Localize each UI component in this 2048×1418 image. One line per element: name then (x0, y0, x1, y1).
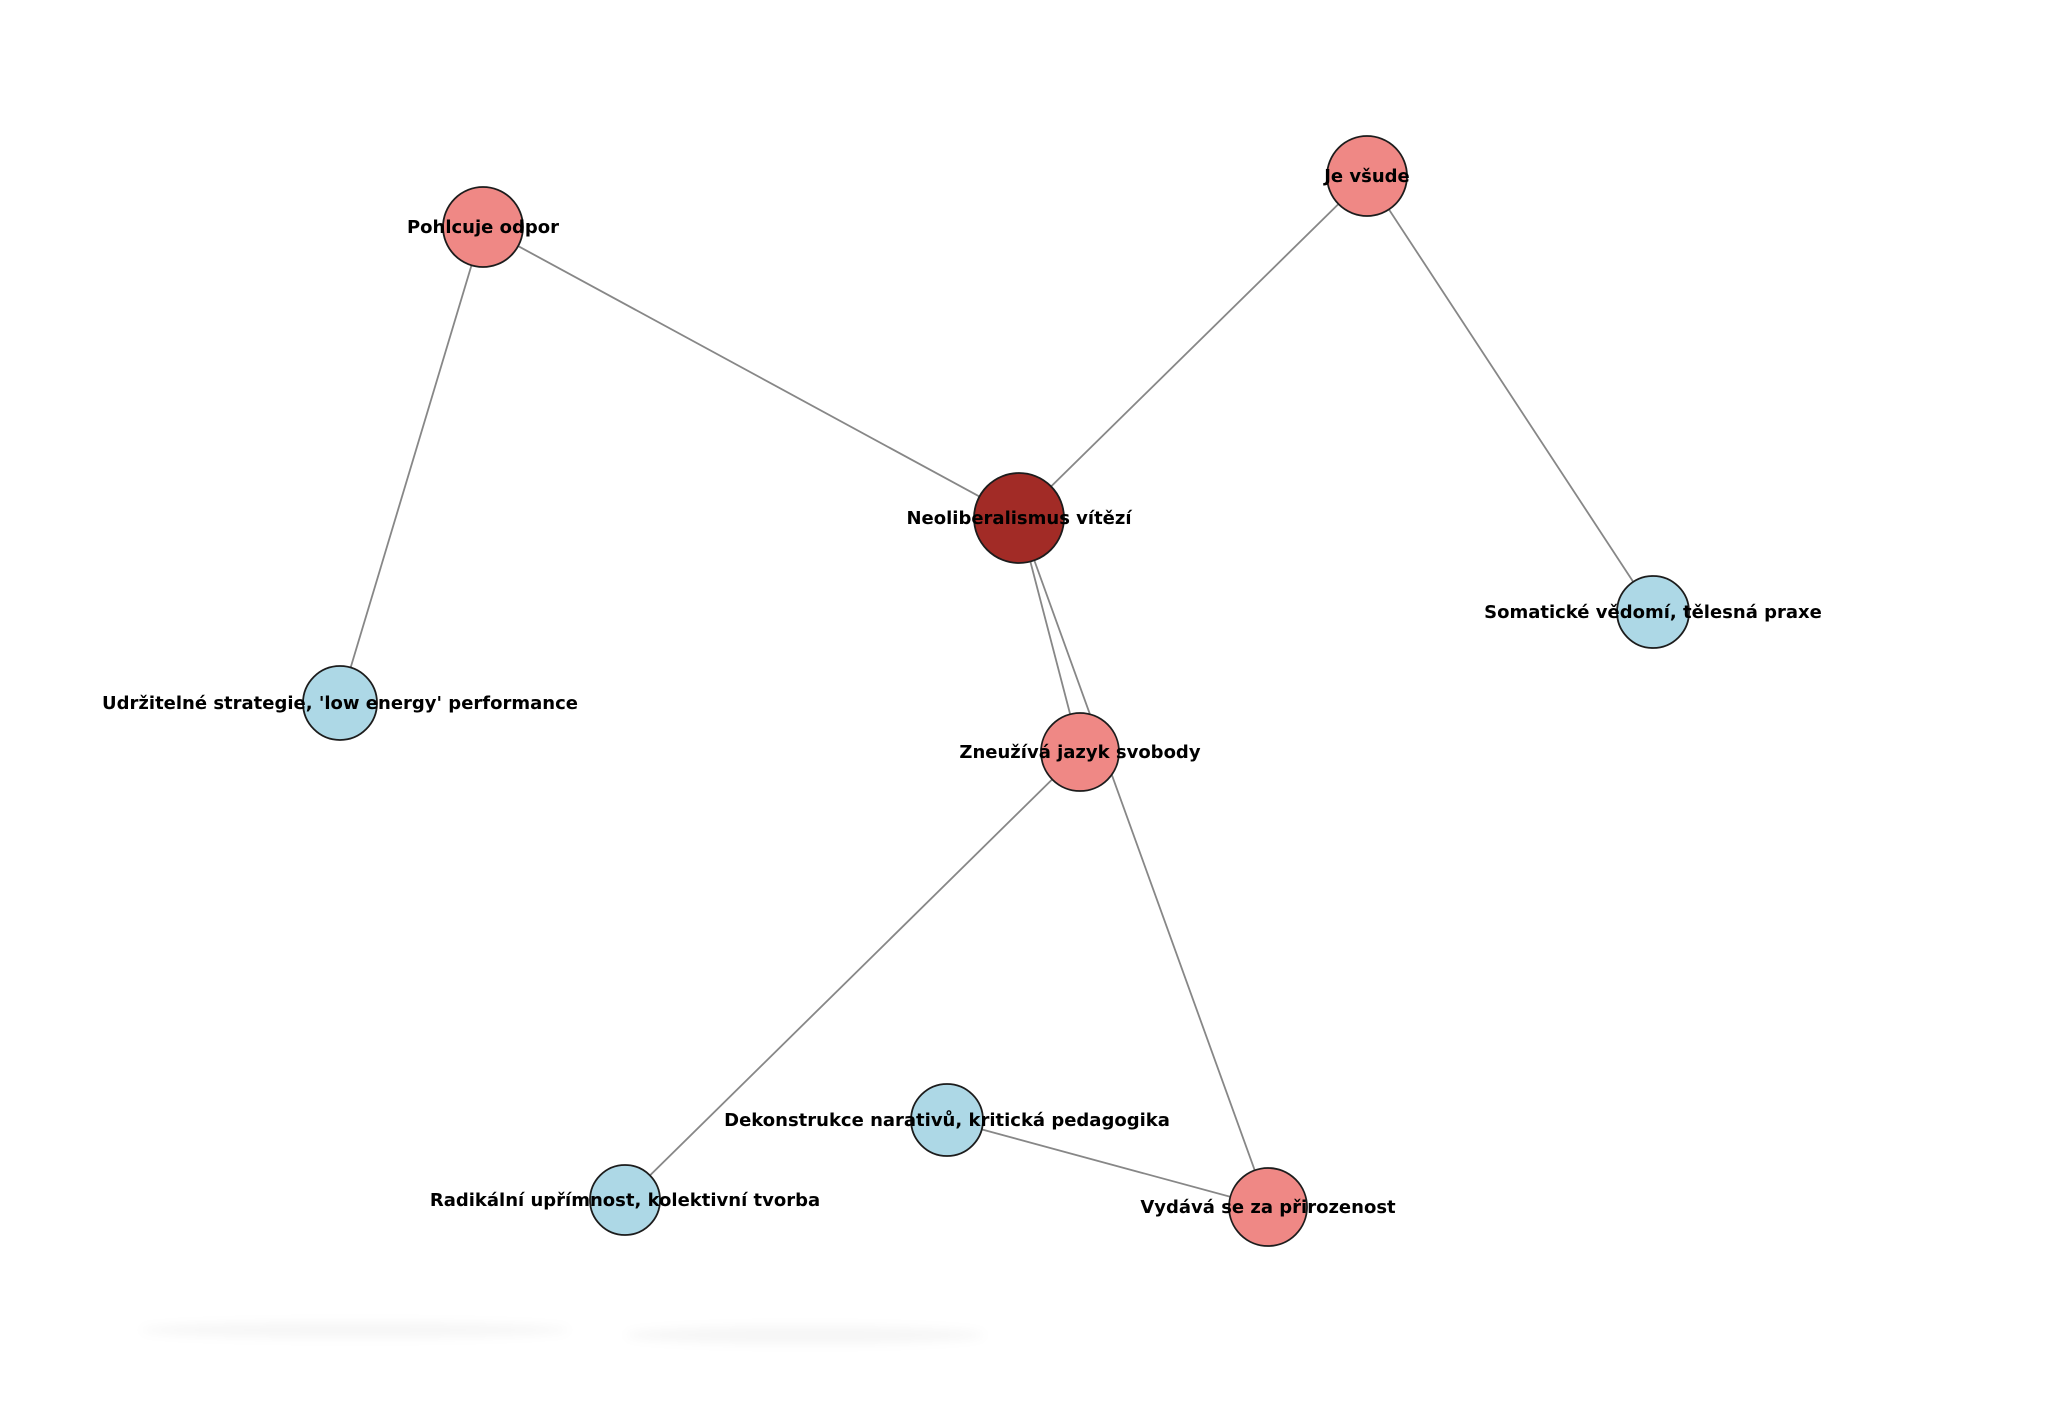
render-artifact-smudge (625, 1326, 985, 1344)
edge-je-vsude--neoliberalismus-vitezi (1018, 175, 1368, 519)
node-zneuziva-jazyk-svobody (1040, 712, 1120, 792)
node-udrzitelne-strategie (302, 665, 378, 741)
node-je-vsude (1326, 135, 1408, 217)
labels-layer: Neoliberalismus vítězí Pohlcuje odpor Je v… (102, 166, 1822, 1218)
edge-zneuziva-jazyk-svobody--radikalni-uprimnost (624, 751, 1081, 1201)
node-label-neoliberalismus-vitezi: Neoliberalismus vítězí (906, 508, 1132, 529)
node-label-radikalni-uprimnost: Radikální upřímnost, kolektivní tvorba (430, 1190, 820, 1211)
node-pohlcuje-odpor (442, 186, 524, 268)
node-somaticke-vedomi (1616, 575, 1690, 649)
edge-dekonstrukce-narativu--vydava-se-za-prirozenost (946, 1119, 1269, 1208)
node-neoliberalismus-vitezi (973, 472, 1065, 564)
nodes-layer (302, 135, 1690, 1247)
render-artifact-smudge (140, 1322, 570, 1338)
edge-pohlcuje-odpor--neoliberalismus-vitezi (482, 226, 1020, 519)
edge-neoliberalismus-vitezi--vydava-se-za-prirozenost (1018, 517, 1269, 1208)
node-label-somaticke-vedomi: Somatické vědomí, tělesná praxe (1484, 602, 1822, 623)
node-label-udrzitelne-strategie: Udržitelné strategie, 'low energy' perfo… (102, 693, 578, 714)
node-label-zneuziva-jazyk-svobody: Zneužívá jazyk svobody (959, 742, 1200, 763)
node-label-pohlcuje-odpor: Pohlcuje odpor (407, 217, 559, 238)
node-label-dekonstrukce-narativu: Dekonstrukce narativů, kritická pedagogi… (724, 1109, 1170, 1131)
node-vydava-se-za-prirozenost (1228, 1167, 1308, 1247)
edges-layer (339, 175, 1654, 1208)
node-dekonstrukce-narativu (910, 1083, 984, 1157)
edge-pohlcuje-odpor--udrzitelne-strategie (339, 226, 484, 704)
edge-je-vsude--somaticke-vedomi (1366, 175, 1654, 613)
node-label-je-vsude: Je všude (1322, 166, 1410, 187)
node-label-vydava-se-za-prirozenost: Vydává se za přirozenost (1140, 1197, 1396, 1218)
node-radikalni-uprimnost (589, 1164, 661, 1236)
